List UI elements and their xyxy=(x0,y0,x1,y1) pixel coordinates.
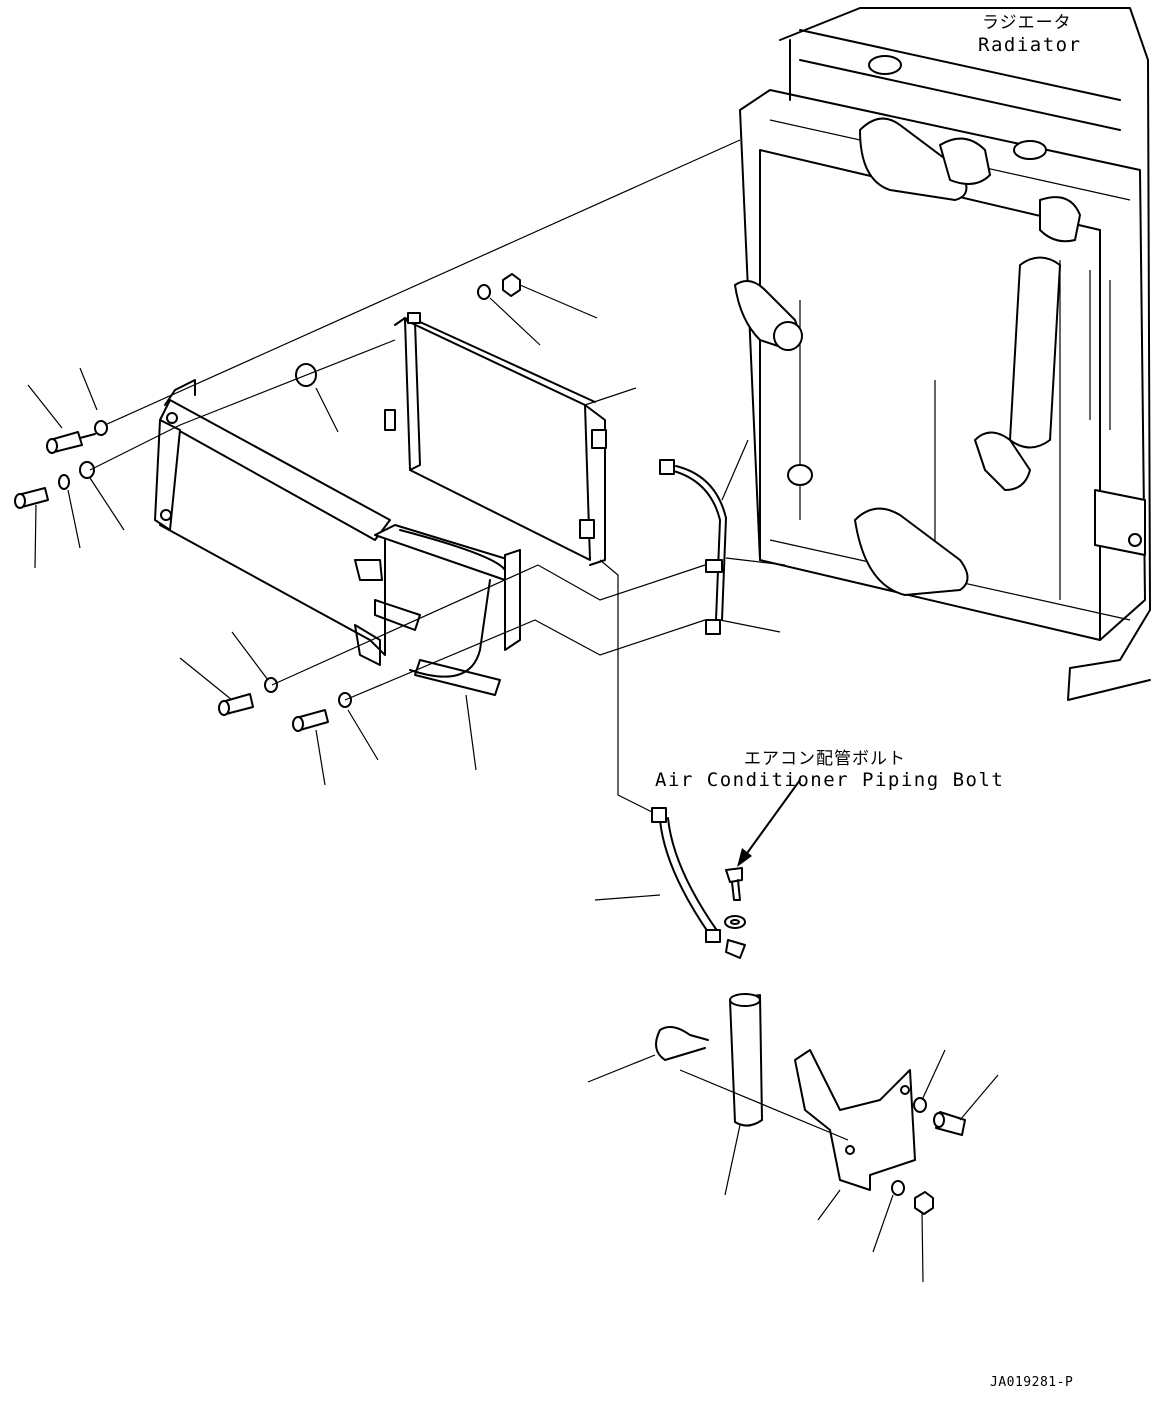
condenser-frame xyxy=(154,379,521,696)
ac-bolt-label-en: Air Conditioner Piping Bolt xyxy=(655,769,1005,791)
fasteners-left xyxy=(14,273,521,732)
leader-lines xyxy=(27,139,999,1283)
radiator-label-jp: ラジエータ xyxy=(982,13,1072,33)
receiver-dryer xyxy=(655,993,966,1215)
hoses xyxy=(651,459,746,959)
ac-piping-bolt xyxy=(724,779,801,929)
drawing-code: JA019281-P xyxy=(990,1375,1074,1390)
ac-bolt-label-jp: エアコン配管ボルト xyxy=(744,749,906,769)
condenser xyxy=(384,312,607,566)
radiator-assembly xyxy=(734,7,1151,701)
radiator-label-en: Radiator xyxy=(978,34,1082,56)
